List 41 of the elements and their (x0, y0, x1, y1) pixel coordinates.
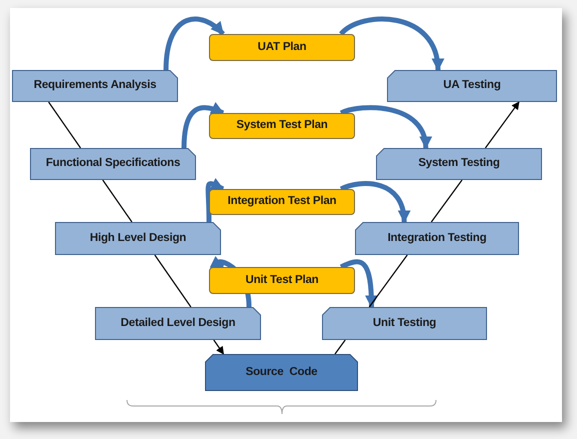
phase-box (95, 307, 261, 340)
box-label: Unit Test Plan (245, 272, 319, 288)
box-label: System Testing (418, 156, 500, 172)
curved-arrow (340, 259, 378, 308)
box-label: Source Code (246, 364, 318, 380)
box-label: Integration Testing (388, 230, 486, 246)
box-label: UA Testing (443, 78, 501, 94)
phase-box (387, 70, 557, 102)
box-label: Functional Specifications (46, 156, 180, 172)
connector-line (102, 180, 132, 222)
phase-box (322, 307, 487, 340)
box-label: High Level Design (90, 230, 186, 246)
box-label: Detailed Level Design (120, 316, 236, 331)
phase-box (12, 70, 178, 102)
arrow (484, 101, 520, 148)
curved-arrow (340, 181, 410, 224)
test-plan-box (209, 267, 355, 294)
curved-arrow (206, 178, 224, 222)
curved-arrow (339, 16, 444, 72)
box-label: UAT Plan (258, 40, 306, 55)
test-plan-box (209, 113, 355, 139)
test-plan-box (209, 34, 355, 61)
connector-line (48, 102, 82, 148)
box-label: Integration Test Plan (228, 194, 336, 210)
phase-box (355, 222, 519, 255)
curved-arrow (164, 16, 225, 70)
curved-arrow (182, 102, 224, 148)
source-code-box (205, 354, 358, 391)
phase-box (376, 148, 542, 180)
curved-arrow (340, 105, 431, 150)
phase-box (55, 222, 221, 255)
connector-line (430, 180, 462, 222)
box-label: Unit Testing (372, 316, 436, 331)
connector-line (154, 254, 192, 308)
phase-box (30, 148, 196, 180)
arrow (213, 340, 224, 355)
connector-line (334, 340, 346, 354)
test-plan-box (209, 189, 355, 215)
box-label: Requirements Analysis (34, 78, 156, 94)
box-label: System Test Plan (236, 118, 328, 134)
connector-line (368, 254, 408, 308)
